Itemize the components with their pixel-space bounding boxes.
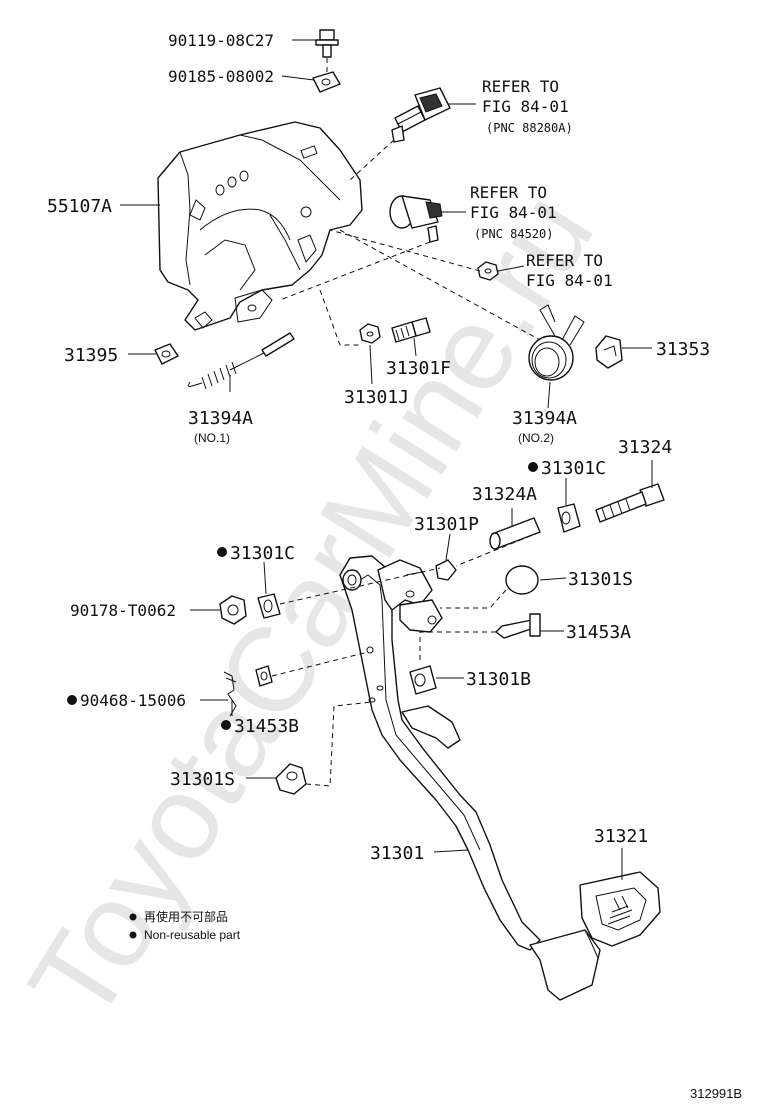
label-refer2-line3: (PNC 84520)	[474, 227, 553, 241]
label-90185-08002: 90185-08002	[168, 67, 274, 86]
bush-31301B	[409, 665, 437, 695]
non-reusable-mark	[67, 695, 77, 705]
label-31324A: 31324A	[472, 484, 537, 505]
label-31301F: 31301F	[386, 358, 451, 379]
label-31301C-left: 31301C	[230, 543, 295, 564]
nut-90178-T0062	[219, 595, 247, 625]
label-refer3-line2: FIG 84-01	[526, 271, 613, 290]
non-reusable-mark	[528, 462, 538, 472]
legend: 再使用不可部品 Non-reusable part	[129, 909, 241, 942]
label-refer2-line2: FIG 84-01	[470, 203, 557, 222]
label-31301S-left: 31301S	[170, 769, 235, 790]
collar-31324A	[489, 517, 541, 550]
legend-line-cn: 再使用不可部品	[144, 909, 228, 924]
bushing-31395	[154, 343, 179, 365]
pedal-pad-31321	[579, 871, 661, 947]
label-55107A: 55107A	[47, 196, 112, 217]
label-31301: 31301	[370, 843, 424, 864]
label-31301S-right: 31301S	[568, 569, 633, 590]
label-refer2-line1: REFER TO	[470, 183, 547, 202]
bush-31301C-left	[257, 593, 281, 619]
label-31301B: 31301B	[466, 669, 531, 690]
pedal-bracket-55107A	[157, 121, 363, 331]
label-refer1-line3: (PNC 88280A)	[486, 121, 573, 135]
legend-bullet	[129, 913, 137, 921]
bush-31453B	[255, 665, 273, 687]
part-labels: 90119-08C27 90185-08002 REFER TO FIG 84-…	[47, 31, 710, 864]
pin-31453A	[495, 613, 541, 639]
label-31353: 31353	[656, 339, 710, 360]
bush-31301C-right	[557, 503, 581, 533]
nut-31301J	[359, 323, 381, 344]
label-31394A-no1-sub: (NO.1)	[194, 431, 230, 445]
brake-pedal-arm-31301	[339, 555, 601, 1001]
return-spring-31394A-no2	[528, 304, 585, 381]
bolt-31301F	[391, 317, 431, 343]
dashed-assembly-lines	[271, 58, 541, 787]
hex-nut-refer	[477, 261, 499, 281]
legend-bullet	[129, 931, 137, 939]
figure-number: 312991B	[690, 1086, 742, 1101]
label-31394A-no1: 31394A	[188, 408, 253, 429]
non-reusable-mark	[217, 547, 227, 557]
label-31453B: 31453B	[234, 716, 299, 737]
non-reusable-mark	[221, 720, 231, 730]
label-refer1-line1: REFER TO	[482, 77, 559, 96]
stop-lamp-switch	[391, 87, 451, 143]
label-refer3-line1: REFER TO	[526, 251, 603, 270]
label-31301C-right: 31301C	[541, 458, 606, 479]
label-31324: 31324	[618, 437, 672, 458]
label-31395: 31395	[64, 345, 118, 366]
stopper-31301S-right	[505, 565, 539, 595]
label-90468-15006: 90468-15006	[80, 691, 186, 710]
label-31321: 31321	[594, 826, 648, 847]
label-90178-T0062: 90178-T0062	[70, 601, 176, 620]
label-31301J: 31301J	[344, 387, 409, 408]
pedal-sensor	[389, 195, 443, 243]
label-31301P: 31301P	[414, 514, 479, 535]
return-spring-31394A-no1	[187, 332, 295, 390]
label-31394A-no2: 31394A	[512, 408, 577, 429]
clip-90468-15006	[223, 671, 237, 717]
legend-line-en: Non-reusable part	[144, 928, 241, 942]
leader-lines	[120, 39, 653, 880]
clip-31301P	[435, 559, 457, 581]
label-refer1-line2: FIG 84-01	[482, 97, 569, 116]
label-31453A: 31453A	[566, 622, 631, 643]
bolt-90119-08C27	[315, 29, 339, 58]
clip-nut-90185-08002	[312, 71, 341, 93]
bushing-31353	[595, 335, 623, 369]
label-31394A-no2-sub: (NO.2)	[518, 431, 554, 445]
label-90119-08C27: 90119-08C27	[168, 31, 274, 50]
bolt-31324	[595, 483, 665, 523]
